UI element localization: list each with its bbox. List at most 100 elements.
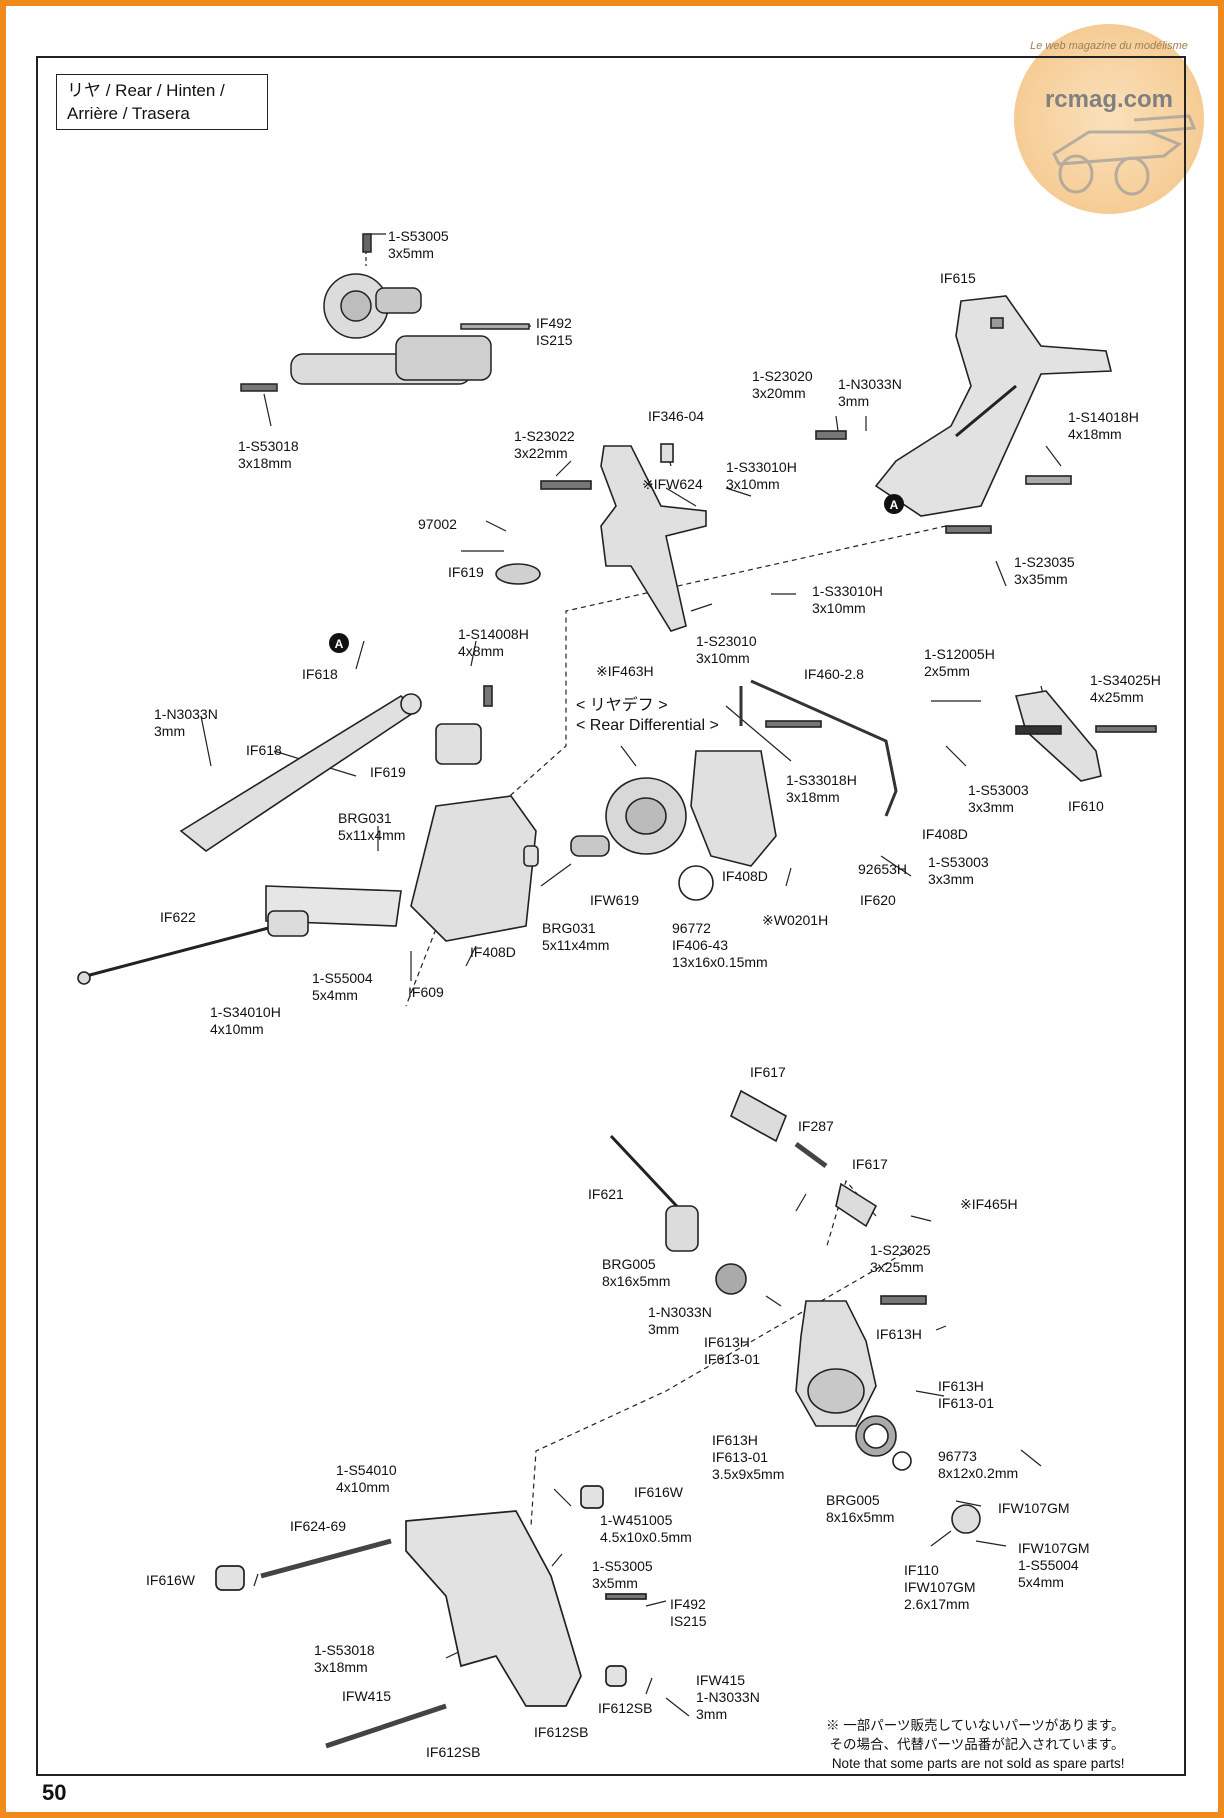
svg-text:A: A [335,637,344,651]
label-if610: IF610 [1068,798,1104,814]
lower-arm-drawing [215,1485,647,1749]
rear-differential-drawing [570,777,714,901]
section-title-box: リヤ / Rear / Hinten / Arrière / Trasera [56,74,268,130]
label-if618-b: IF618 [246,742,282,758]
spare-parts-note: ※ 一部パーツ販売していないパーツがあります。 その場合、代替パーツ品番が記入さ… [826,1718,1125,1771]
page-number: 50 [42,1780,67,1805]
gearbox-right-drawing [690,720,822,867]
label-97002: 97002 [418,516,457,532]
label-ifw107gm-a: IFW107GM [998,1500,1070,1516]
rod-end-drawing [729,1089,878,1228]
label-if408d-right: IF408D [922,826,968,842]
drive-shaft-drawing [77,910,309,985]
label-if408d-mid: IF408D [722,868,768,884]
buggy-icon [1052,114,1197,196]
label-if346-04: IF346-04 [648,408,705,424]
label-if615: IF615 [940,270,976,286]
exploded-parts-drawing: A A [77,233,1157,1749]
manual-page: Le web magazine du modélisme rcmag.com リ… [6,6,1218,1812]
label-if408d-left: IF408D [470,944,516,960]
camber-mount-drawing [1014,690,1157,782]
label-if618-a: IF618 [302,666,338,682]
diagram-frame [36,56,1186,1776]
label-if616w-a: IF616W [634,1484,684,1500]
label-if612sb-a: IF612SB [598,1700,653,1716]
hub-carrier-drawing [795,1295,981,1534]
label-if624-69: IF624-69 [290,1518,347,1534]
label-ifw624: ※IFW624 [642,476,703,492]
label-if621: IF621 [588,1186,624,1202]
label-if617-a: IF617 [750,1064,786,1080]
label-if612sb-b: IF612SB [534,1724,589,1740]
label-if612sb-c: IF612SB [426,1744,481,1760]
label-if620: IF620 [860,892,896,908]
label-if619-a: IF619 [448,564,484,580]
logo-tagline: Le web magazine du modélisme [1030,40,1188,52]
label-if622: IF622 [160,909,196,925]
label-ifw619: IFW619 [590,892,640,908]
universal-shaft-drawing [609,1134,747,1295]
label-if609: IF609 [408,984,444,1000]
rear-hub-assembly-drawing [240,233,530,392]
marker-a-icon-2: A [329,633,349,653]
label-if617-b: IF617 [852,1156,888,1172]
section-title-line-1: リヤ / Rear / Hinten / [67,81,225,100]
label-if613h-a: IF613H [876,1326,922,1342]
suspension-plate-drawing [179,685,493,852]
sway-bar-drawing [739,679,898,817]
svg-text:A: A [890,498,899,512]
label-92653h: 92653H [858,861,908,877]
wing-mount-drawing [815,295,1113,534]
shock-tower-drawing [495,443,707,632]
logo-brand: rcmag.com [1044,86,1174,113]
marker-a-icon: A [884,494,904,514]
label-ifw415-b: IFW415 [342,1688,392,1704]
label-w0201h: ※W0201H [762,912,829,928]
label-if619-b: IF619 [370,764,406,780]
label-if287: IF287 [798,1118,834,1134]
label-if460-2-8: IF460-2.8 [804,666,864,682]
label-if616w-b: IF616W [146,1572,196,1588]
section-title-line-2: Arrière / Trasera [67,104,190,123]
rcmag-watermark-logo: Le web magazine du modélisme rcmag.com [1014,24,1204,214]
